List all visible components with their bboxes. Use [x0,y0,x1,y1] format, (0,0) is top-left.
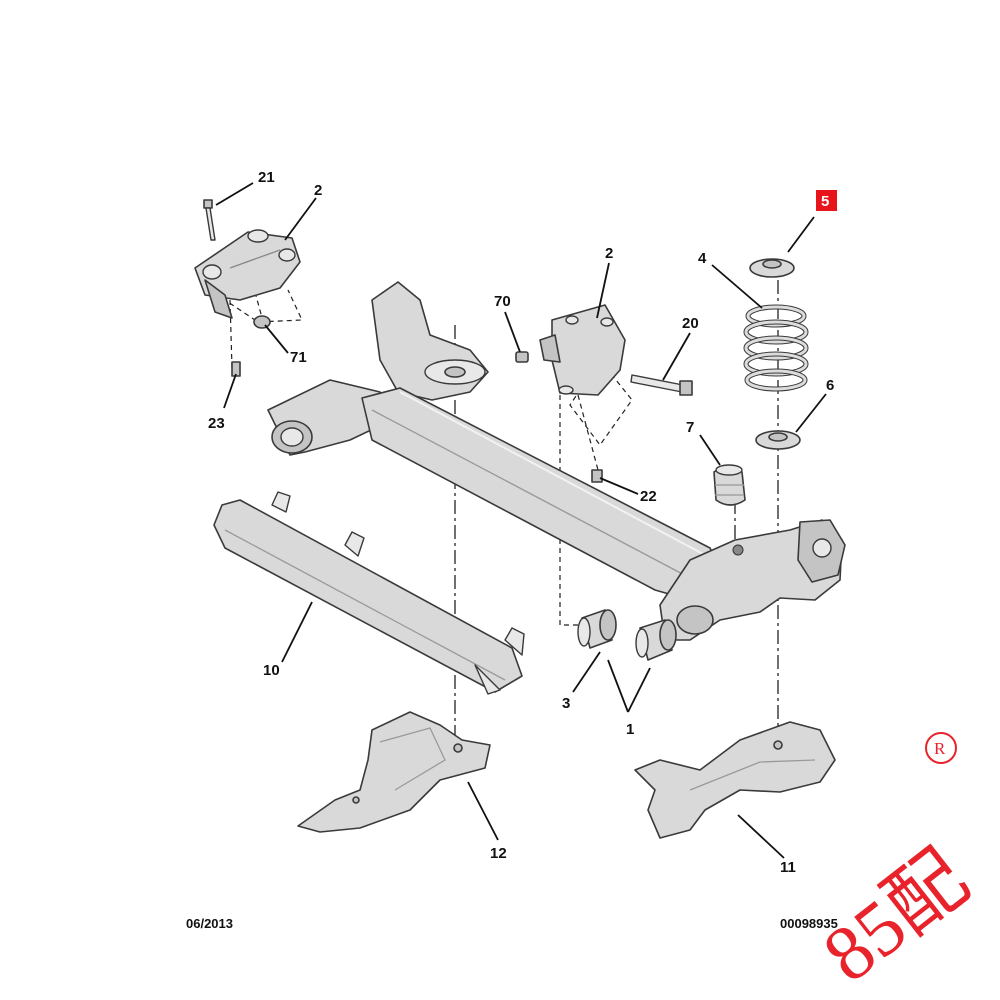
callout-1[interactable]: 1 [626,721,634,738]
nut-71 [253,315,271,329]
watermark-logo: 85配 R [807,732,984,999]
callout-7[interactable]: 7 [686,419,694,436]
bolt-22 [591,469,603,483]
callout-labels: 21 2 2 70 20 71 23 22 7 4 5 6 10 3 1 12 … [208,169,837,876]
callout-6[interactable]: 6 [826,377,834,394]
heat-shield-10 [213,491,525,695]
spring-upper-seat-5 [749,258,795,278]
nut-70 [515,351,529,363]
callout-3[interactable]: 3 [562,695,570,712]
callout-11[interactable]: 11 [780,859,796,876]
mount-bracket-left [194,229,301,319]
bolt-23 [231,361,241,377]
callout-2-left[interactable]: 2 [314,182,322,199]
bushing-3 [577,609,617,649]
bushing-1 [635,619,677,661]
callout-20[interactable]: 20 [682,315,699,332]
registered-mark-circle [925,732,957,764]
callout-10[interactable]: 10 [263,662,280,679]
callout-23[interactable]: 23 [208,415,225,432]
callout-2-center[interactable]: 2 [605,245,613,262]
underbody-shield-12 [297,711,491,833]
registered-mark-icon: R [934,739,946,758]
callout-22[interactable]: 22 [640,488,657,505]
bump-stop-7 [713,464,746,506]
coil-spring-4 [743,304,809,392]
bolt-20 [630,374,693,396]
leader-lines [215,182,827,859]
callout-12[interactable]: 12 [490,845,507,862]
callout-70[interactable]: 70 [494,293,511,310]
callout-5-highlight-box [816,190,837,211]
diagram-reference-number: 00098935 [780,916,838,931]
callout-21[interactable]: 21 [258,169,275,186]
underbody-shield-11 [634,721,836,839]
spring-lower-seat-6 [755,430,801,450]
callout-5[interactable]: 5 [821,193,829,210]
mount-bracket-center [539,304,626,396]
callout-4[interactable]: 4 [698,250,707,267]
bolt-21 [203,199,216,241]
diagram-date: 06/2013 [186,916,233,931]
callout-71[interactable]: 71 [290,349,307,366]
rear-axle-beam [267,281,846,641]
watermark-text: 85配 [807,834,984,999]
